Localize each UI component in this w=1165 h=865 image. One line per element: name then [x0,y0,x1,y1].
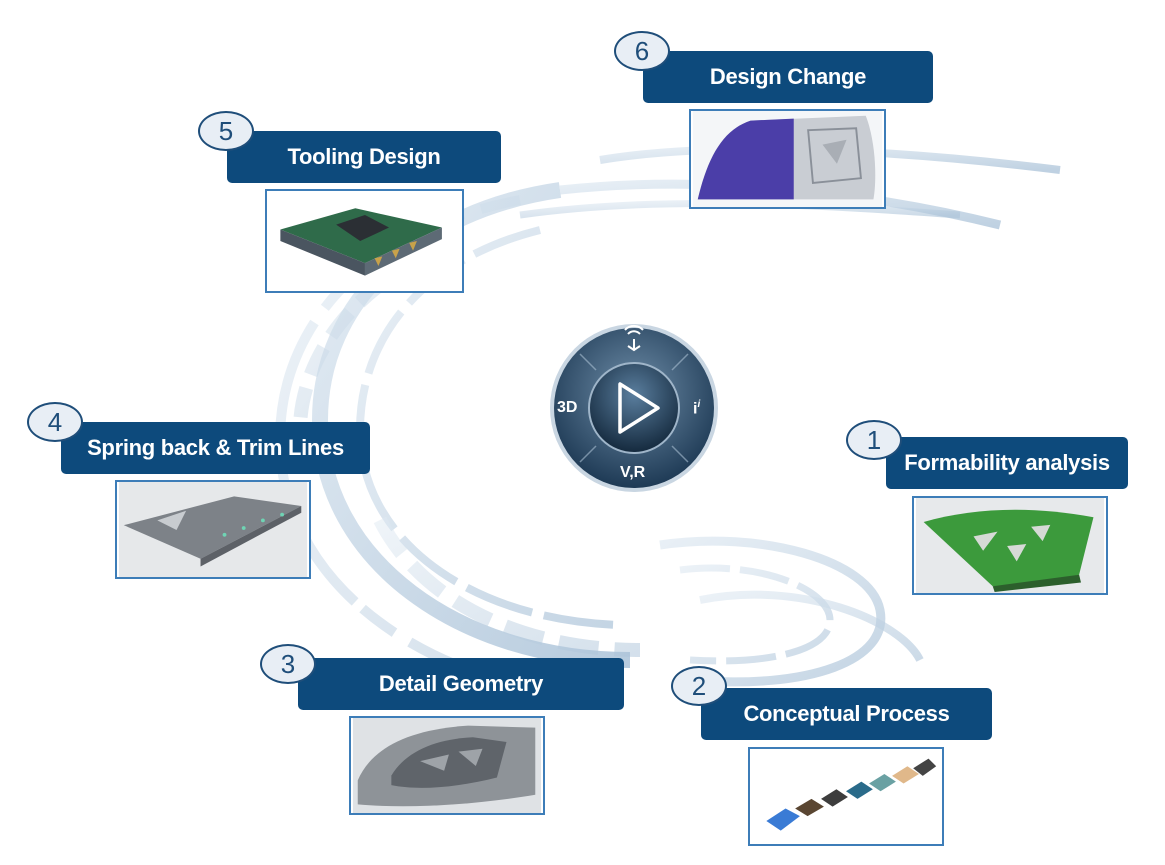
compass-widget[interactable]: 3D ii V,R [548,322,720,494]
step-6-title[interactable]: Design Change [643,51,933,103]
step-3-title[interactable]: Detail Geometry [298,658,624,710]
step-4-number: 4 [27,402,83,442]
step-6-number: 6 [614,31,670,71]
compass-info-sup: i [697,399,701,410]
conceptual-process-image [751,749,941,844]
step-2-title[interactable]: Conceptual Process [701,688,992,740]
step-3-thumbnail [349,716,545,815]
tooling-design-image [268,191,461,291]
step-3-number: 3 [260,644,316,684]
design-change-image [692,111,883,207]
step-1-number: 1 [846,420,902,460]
step-5-thumbnail [265,189,464,293]
step-1-thumbnail [912,496,1108,595]
step-2-number: 2 [671,666,727,706]
step-4-thumbnail [115,480,311,579]
compass-vr-label: V,R [620,464,646,481]
step-4-title[interactable]: Spring back & Trim Lines [61,422,370,474]
step-2-thumbnail [748,747,944,846]
compass-3d-label: 3D [557,399,578,416]
step-5-title[interactable]: Tooling Design [227,131,501,183]
compass-info-main: i [693,400,698,418]
step-5-number: 5 [198,111,254,151]
compass-info-label: ii [693,399,700,418]
step-6-thumbnail [689,109,886,209]
spring-back-image [118,482,308,577]
formability-analysis-image [915,498,1105,593]
step-1-title[interactable]: Formability analysis [886,437,1128,489]
compass-icon [550,324,718,492]
detail-geometry-image [352,718,542,813]
